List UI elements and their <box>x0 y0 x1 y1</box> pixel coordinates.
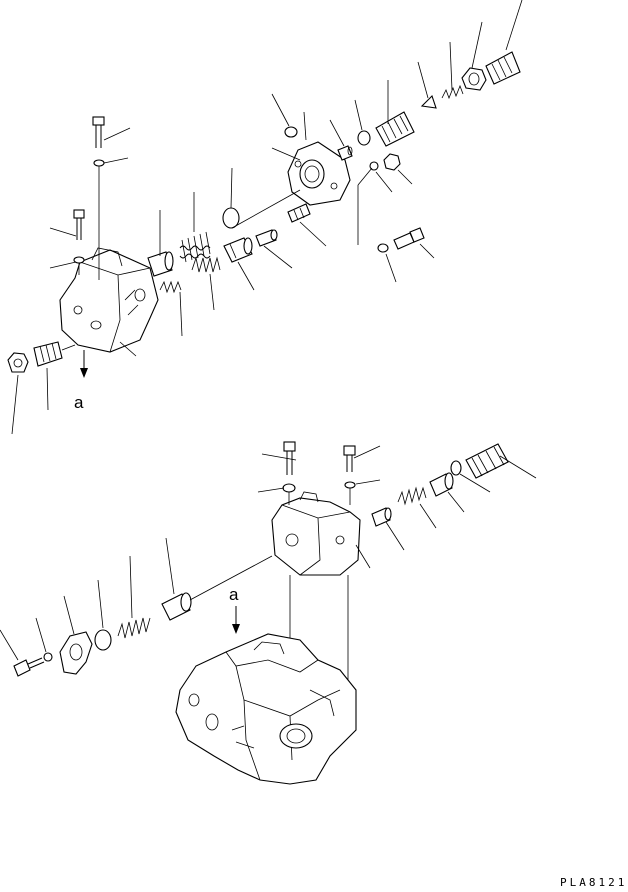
section-arrow-lower: a <box>229 585 240 634</box>
upper-o-ring-small <box>284 126 298 138</box>
upper-valve-assembly: a <box>7 51 521 412</box>
lower-valve-block <box>271 491 361 576</box>
upper-small-spring <box>159 280 182 294</box>
lower-valve-assembly: a <box>13 441 509 785</box>
upper-leader-lines <box>11 0 523 435</box>
upper-spring-medium <box>191 256 221 273</box>
upper-cover-plate <box>231 141 351 229</box>
section-label-a-lower: a <box>229 585 239 604</box>
lower-spring-left <box>117 617 151 639</box>
lower-leader-lines <box>0 445 537 749</box>
lower-cover-plate <box>59 631 93 675</box>
upper-spool-small <box>255 229 278 247</box>
lower-o-ring-right <box>450 460 462 476</box>
lower-spool-right <box>429 472 454 497</box>
lower-bolt-left <box>282 441 296 493</box>
main-pump-housing <box>175 633 357 785</box>
upper-relief-spring <box>441 84 464 100</box>
upper-pin <box>287 203 311 223</box>
upper-bolt-left <box>73 209 85 275</box>
upper-spring-large <box>179 231 211 263</box>
upper-piston-cap <box>147 251 174 277</box>
lower-piston-plug <box>161 592 192 621</box>
upper-cap-nut-left <box>7 352 29 373</box>
upper-bolt-right <box>393 227 425 250</box>
drawing-code: PLA8121 <box>560 876 627 889</box>
lower-cartridge-right <box>465 443 509 479</box>
upper-adjusting-plug <box>33 341 76 367</box>
lower-plug-fitting <box>371 507 392 527</box>
section-arrow-upper: a <box>74 350 88 412</box>
upper-lock-nut <box>461 67 487 91</box>
upper-washer-right <box>377 243 389 253</box>
upper-bolt-top <box>92 116 105 280</box>
upper-plug-small <box>337 145 353 161</box>
lower-washer-small <box>43 652 53 662</box>
upper-o-ring-mid <box>357 130 371 146</box>
section-label-a-upper: a <box>74 393 84 412</box>
lower-bolt-small <box>13 657 45 677</box>
upper-valve-body <box>59 247 159 353</box>
lower-bolt-right <box>343 445 356 489</box>
upper-adjust-screw <box>485 51 521 85</box>
upper-spool <box>223 237 253 263</box>
lower-spring <box>397 486 427 506</box>
upper-poppet <box>420 94 437 109</box>
upper-relief-cartridge <box>375 111 415 147</box>
lower-o-ring-left <box>94 629 112 651</box>
upper-nut-mid <box>383 153 401 171</box>
